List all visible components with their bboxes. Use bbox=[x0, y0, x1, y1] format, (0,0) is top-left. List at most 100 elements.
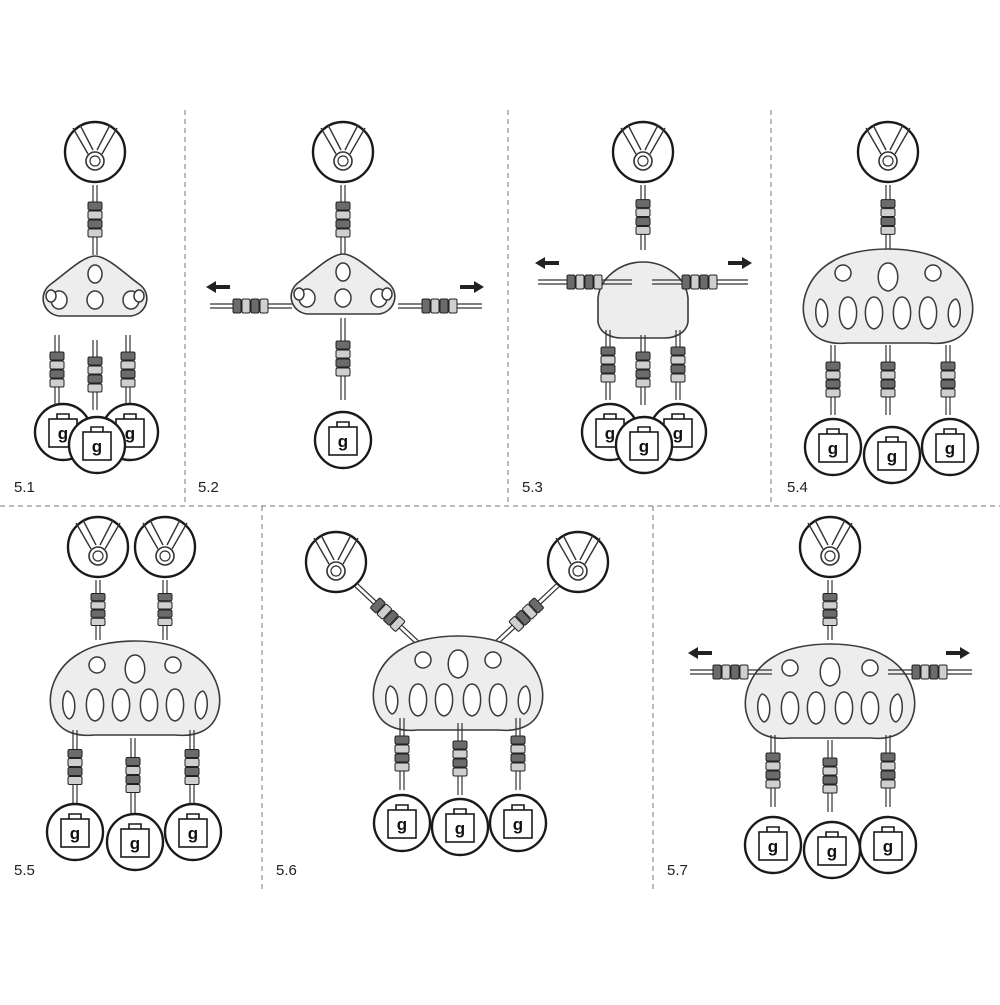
weight-icon: g bbox=[488, 793, 548, 853]
weight-glyph: g bbox=[639, 437, 649, 456]
connector-icon bbox=[538, 274, 632, 290]
weight-glyph: g bbox=[828, 439, 838, 458]
anchor-icon bbox=[856, 120, 920, 184]
connector-icon bbox=[49, 335, 65, 405]
weight-glyph: g bbox=[883, 837, 893, 856]
connector-icon bbox=[210, 298, 292, 314]
connector-icon bbox=[670, 330, 686, 400]
weight-icon: g bbox=[743, 815, 803, 875]
anchor-icon bbox=[304, 530, 368, 594]
arrow-left-icon bbox=[535, 257, 559, 269]
connector-icon bbox=[880, 345, 896, 415]
anchor-icon bbox=[133, 515, 197, 579]
weight-glyph: g bbox=[58, 424, 68, 443]
weight-glyph: g bbox=[397, 815, 407, 834]
connector-icon bbox=[394, 718, 410, 790]
weight-icon: g bbox=[803, 417, 863, 477]
diagram-content: g g g g g g g g g g g g g g g g g g g bbox=[33, 120, 980, 880]
connector-icon bbox=[888, 664, 972, 680]
weight-glyph: g bbox=[768, 837, 778, 856]
connector-icon bbox=[67, 730, 83, 805]
anchor-icon bbox=[546, 530, 610, 594]
panel-dividers bbox=[0, 110, 1000, 890]
weight-icon: g bbox=[163, 802, 223, 862]
connector-icon bbox=[335, 185, 351, 255]
weight-glyph: g bbox=[673, 424, 683, 443]
arrow-right-icon bbox=[946, 647, 970, 659]
weight-glyph: g bbox=[945, 439, 955, 458]
connector-icon bbox=[635, 185, 651, 250]
connector-icon bbox=[492, 583, 560, 647]
connector-icon bbox=[690, 664, 772, 680]
connector-icon bbox=[354, 583, 422, 647]
panel-label-5-4: 5.4 bbox=[787, 479, 808, 496]
connector-icon bbox=[880, 185, 896, 250]
connector-icon bbox=[822, 580, 838, 640]
weight-glyph: g bbox=[125, 424, 135, 443]
panel-label-5-2: 5.2 bbox=[198, 479, 219, 496]
connector-icon bbox=[120, 335, 136, 405]
arrow-left-icon bbox=[206, 281, 230, 293]
panel-label-5-1: 5.1 bbox=[14, 479, 35, 496]
weight-icon: g bbox=[862, 425, 922, 485]
weight-icon: g bbox=[430, 797, 490, 857]
connector-icon bbox=[90, 580, 106, 640]
anchor-icon bbox=[311, 120, 375, 184]
weight-glyph: g bbox=[70, 824, 80, 843]
connector-icon bbox=[652, 274, 748, 290]
weight-icon: g bbox=[920, 417, 980, 477]
connector-icon bbox=[398, 298, 482, 314]
rigging-plate-icon bbox=[597, 261, 689, 339]
connector-icon bbox=[87, 185, 103, 255]
weight-icon: g bbox=[45, 802, 105, 862]
weight-glyph: g bbox=[887, 447, 897, 466]
rigging-plate-icon bbox=[42, 255, 148, 317]
connector-icon bbox=[765, 735, 781, 807]
weight-glyph: g bbox=[513, 815, 523, 834]
weight-icon: g bbox=[614, 415, 674, 475]
connector-icon bbox=[940, 345, 956, 415]
panel-label-5-7: 5.7 bbox=[667, 862, 688, 879]
connector-icon bbox=[125, 738, 141, 813]
connector-icon bbox=[452, 723, 468, 795]
anchor-icon bbox=[798, 515, 862, 579]
weight-glyph: g bbox=[605, 424, 615, 443]
weight-glyph: g bbox=[92, 437, 102, 456]
connector-icon bbox=[825, 345, 841, 415]
anchor-icon bbox=[66, 515, 130, 579]
rigging-plate-icon bbox=[49, 640, 221, 737]
connector-icon bbox=[87, 340, 103, 410]
weight-icon: g bbox=[802, 820, 862, 880]
weight-icon: g bbox=[67, 415, 127, 475]
weight-glyph: g bbox=[338, 432, 348, 451]
weight-glyph: g bbox=[188, 824, 198, 843]
connector-icon bbox=[184, 730, 200, 805]
connector-icon bbox=[157, 580, 173, 640]
rigging-plate-icon bbox=[290, 253, 396, 315]
connector-icon bbox=[335, 318, 351, 400]
arrow-right-icon bbox=[460, 281, 484, 293]
arrow-right-icon bbox=[728, 257, 752, 269]
anchor-icon bbox=[63, 120, 127, 184]
panel-label-5-5: 5.5 bbox=[14, 862, 35, 879]
connector-icon bbox=[510, 718, 526, 790]
weight-icon: g bbox=[105, 812, 165, 872]
anchor-icon bbox=[611, 120, 675, 184]
connector-icon bbox=[822, 740, 838, 812]
weight-icon: g bbox=[372, 793, 432, 853]
rigging-plate-icon bbox=[744, 643, 916, 740]
panel-label-5-6: 5.6 bbox=[276, 862, 297, 879]
rigging-plate-icon bbox=[372, 635, 544, 732]
weight-icon: g bbox=[858, 815, 918, 875]
weight-icon: g bbox=[313, 410, 373, 470]
weight-glyph: g bbox=[455, 819, 465, 838]
connector-icon bbox=[600, 330, 616, 400]
panel-label-5-3: 5.3 bbox=[522, 479, 543, 496]
connector-icon bbox=[880, 735, 896, 807]
arrow-left-icon bbox=[688, 647, 712, 659]
rigging-plate-icon bbox=[802, 248, 974, 345]
weight-glyph: g bbox=[827, 842, 837, 861]
connector-icon bbox=[635, 335, 651, 405]
